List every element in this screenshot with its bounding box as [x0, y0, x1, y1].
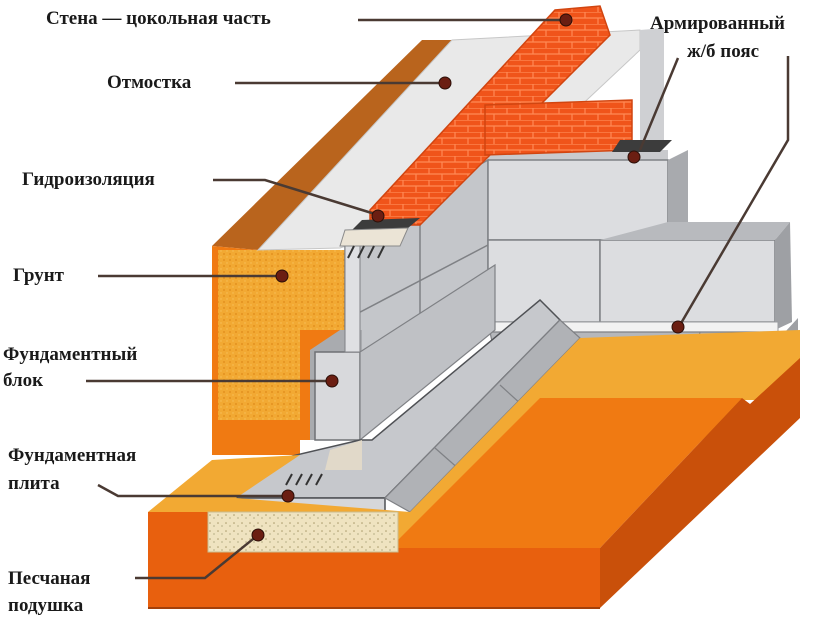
pin-reinforced-belt-lower — [671, 320, 685, 334]
leader-reinforced-belt-2 — [678, 56, 790, 326]
pin-soil — [275, 269, 289, 283]
leader-reinforced-belt-1 — [638, 57, 680, 151]
pin-blind-area — [438, 76, 452, 90]
ground-front-face — [148, 512, 600, 608]
sand-cushion — [207, 511, 399, 553]
leader-pins — [251, 13, 685, 542]
label-waterproofing: Гидроизоляция — [22, 169, 155, 190]
label-reinforced-belt-line1: Армированный — [650, 13, 785, 34]
brick-wall-return — [484, 99, 633, 156]
label-foundation-slab-line2: плита — [8, 473, 60, 494]
leader-lines — [86, 18, 790, 580]
foundation-block — [314, 351, 361, 441]
ground-top-surface — [390, 398, 742, 548]
waterproofing-strip — [352, 218, 420, 230]
pin-wall-plinth — [559, 13, 573, 27]
leader-waterproofing — [213, 178, 376, 216]
label-sand-cushion-line2: подушка — [8, 595, 84, 616]
brick-wall — [369, 5, 633, 226]
leader-sand-cushion — [135, 534, 259, 580]
label-blind-area: Отмостка — [107, 72, 192, 93]
label-wall-plinth: Стена — цокольная часть — [46, 8, 271, 29]
pin-reinforced-belt-top — [627, 150, 641, 164]
label-foundation-slab-line1: Фундаментная — [8, 445, 137, 466]
label-sand-cushion-line1: Песчаная — [8, 568, 91, 589]
ground-base — [148, 330, 800, 609]
pin-waterproofing — [371, 209, 385, 223]
leader-foundation-slab — [97, 483, 288, 498]
reinforced-belt-top — [339, 227, 409, 247]
ground-right-face — [600, 358, 800, 608]
label-foundation-block-line2: блок — [3, 370, 44, 391]
label-reinforced-belt-line2: ж/б пояс — [687, 41, 760, 62]
pin-sand-cushion — [251, 528, 265, 542]
label-soil: Грунт — [13, 265, 64, 286]
block-front-1 — [487, 159, 669, 241]
soil-top-strip — [212, 40, 452, 250]
pin-foundation-slab — [281, 489, 295, 503]
pin-foundation-block — [325, 374, 339, 388]
label-foundation-block-line1: Фундаментный — [3, 344, 138, 365]
